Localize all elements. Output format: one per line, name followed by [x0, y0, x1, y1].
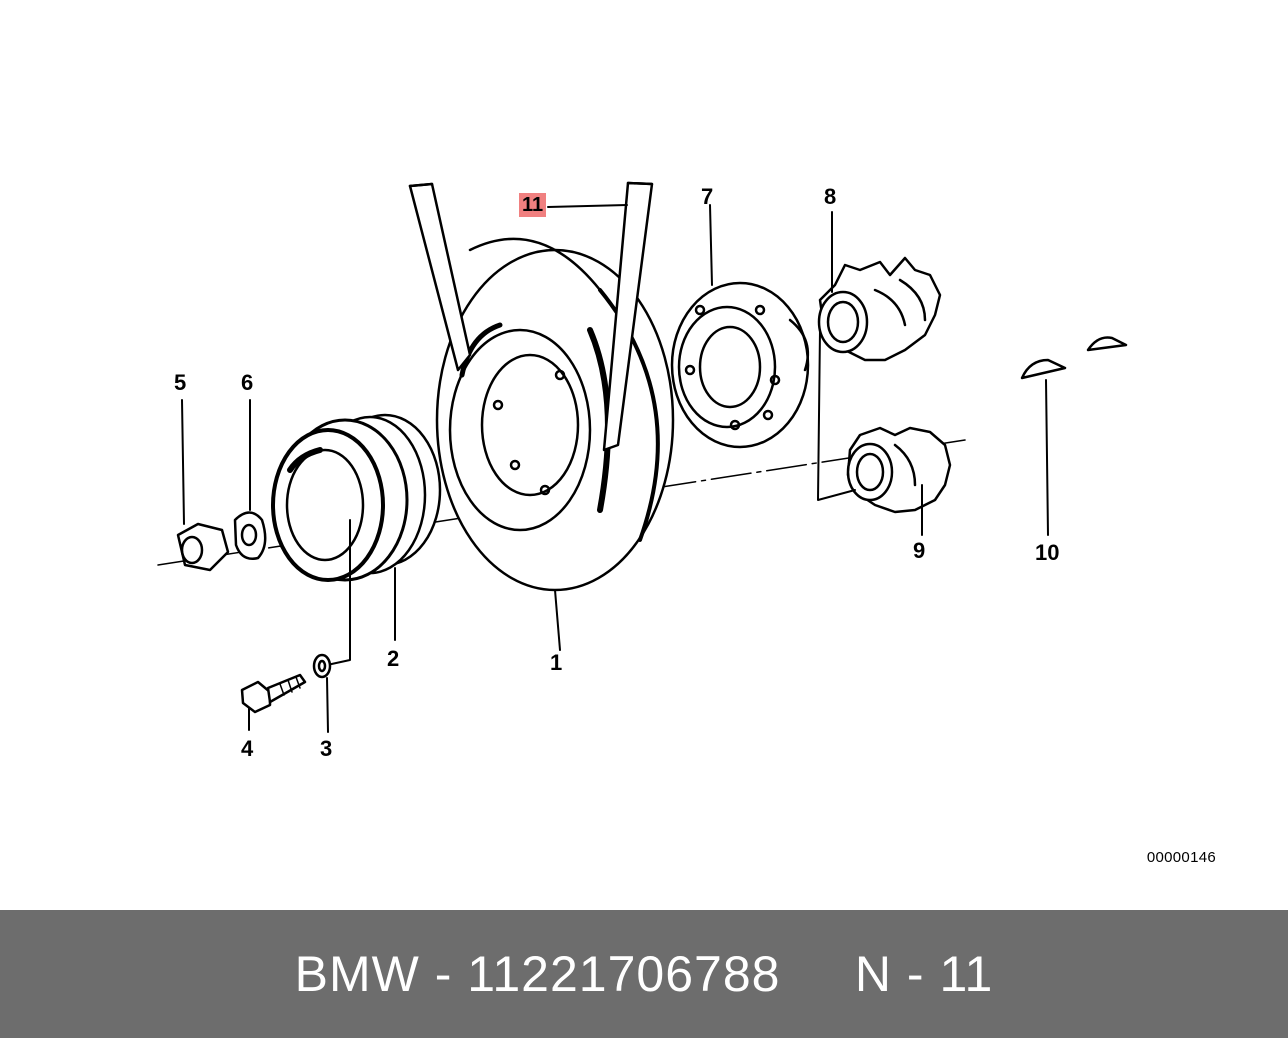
bolt-part-4 — [240, 673, 307, 731]
nut-part-5 — [176, 399, 230, 572]
callout-5[interactable]: 5 — [174, 370, 187, 395]
sprocket-part-9 — [817, 329, 952, 536]
callout-9[interactable]: 9 — [913, 538, 926, 563]
callout-7[interactable]: 7 — [701, 184, 714, 209]
callout-2[interactable]: 2 — [387, 646, 400, 671]
parts-diagram: 1 2 3 4 5 6 7 8 9 10 11 00000146 — [157, 181, 1216, 866]
callout-1[interactable]: 1 — [550, 650, 563, 675]
washer-part-6 — [233, 399, 267, 560]
washer-part-3 — [312, 653, 332, 733]
exploded-view-drawing — [157, 181, 1128, 733]
footer-bar: BMW - 11221706788 N - 11 — [0, 910, 1288, 1038]
callout-3[interactable]: 3 — [320, 736, 333, 761]
callout-11-highlighted[interactable]: 11 — [519, 193, 547, 217]
part-number-caption: BMW - 11221706788 N - 11 — [294, 946, 994, 1002]
v-belt-part-11 — [408, 181, 654, 452]
crank-pulley-part-2 — [271, 413, 442, 666]
hub-flange-part-7 — [670, 204, 810, 449]
woodruff-keys-part-10 — [1020, 336, 1128, 536]
callout-8[interactable]: 8 — [824, 184, 837, 209]
callout-6[interactable]: 6 — [241, 370, 254, 395]
diagram-code: 00000146 — [1146, 849, 1216, 866]
callout-4[interactable]: 4 — [241, 736, 254, 761]
sprocket-part-8 — [817, 211, 942, 362]
callout-10[interactable]: 10 — [1035, 540, 1060, 565]
